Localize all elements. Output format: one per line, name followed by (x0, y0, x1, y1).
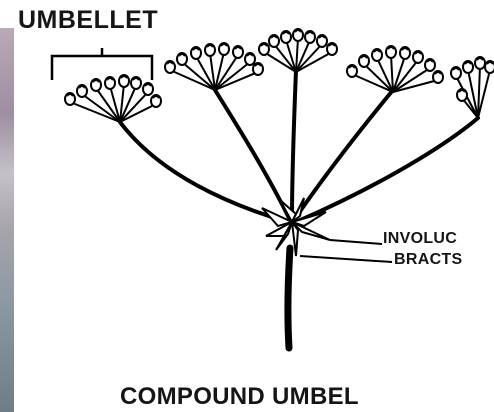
umbellet-4 (347, 46, 443, 92)
involucral-bracts (262, 198, 330, 256)
umbellet-label: UMBELLET (18, 6, 158, 35)
umbellet-bracket (52, 48, 152, 80)
bracts-label: BRACTS (394, 251, 462, 269)
main-stalk (288, 248, 290, 348)
umbellet-5 (451, 57, 494, 118)
umbellet-2 (165, 43, 263, 90)
bract-pointer-lines (300, 240, 392, 262)
umbellet-3 (259, 29, 337, 72)
diagram-title: COMPOUND UMBEL (120, 383, 359, 411)
involucral-label: INVOLUC (383, 230, 457, 248)
umbellet-1 (65, 75, 161, 122)
primary-rays (120, 70, 478, 222)
